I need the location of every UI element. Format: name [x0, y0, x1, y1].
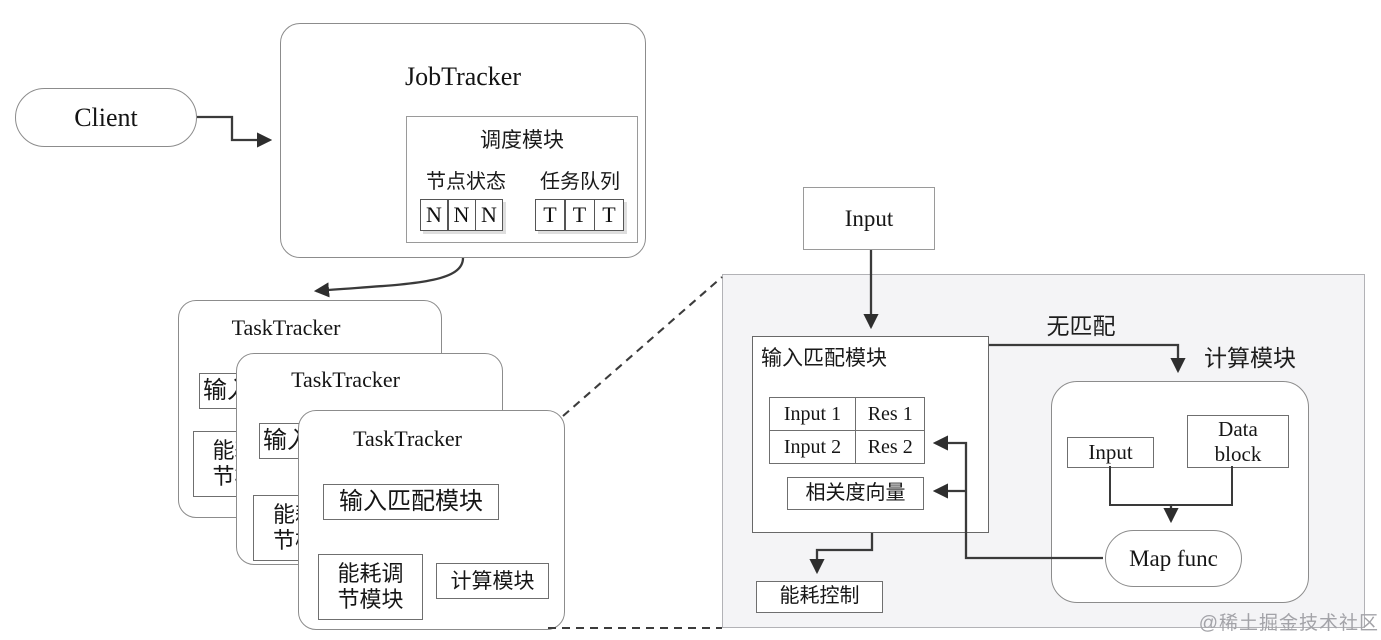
input-match-panel: 输入匹配模块 Input 1 Res 1 Input 2 Res 2 相关度向量 [752, 336, 989, 533]
jobtracker-to-tasktracker-arrow [313, 257, 465, 298]
scheduler-box: 调度模块 节点状态 任务队列 N N N T T T [406, 116, 638, 243]
task-cell: T [536, 200, 564, 230]
watermark: @稀土掘金技术社区 [1198, 613, 1379, 634]
compute-module-box: 计算模块 [436, 563, 549, 599]
input-match-module-label: 输入匹配模块 [339, 488, 483, 515]
tasktracker-card-front: TaskTracker 输入匹配模块 能耗调 节模块 计算模块 [298, 410, 565, 630]
tasktracker-title: TaskTracker [291, 367, 400, 392]
data-block-label: Data [1218, 416, 1258, 441]
table-cell-input1: Input 1 [770, 398, 855, 430]
table-cell-res1: Res 1 [856, 398, 925, 430]
energy-module-box: 能耗调 节模块 [318, 554, 423, 620]
jobtracker-card: JobTracker 调度模块 节点状态 任务队列 N N N T T T [280, 23, 646, 258]
zoom-dashed-line-top [562, 276, 723, 417]
data-block-label: block [1214, 441, 1262, 466]
compute-container: Input Data block Map func [1051, 381, 1309, 603]
relevance-vector-box: 相关度向量 [787, 477, 924, 510]
table-cell-input2: Input 2 [770, 431, 855, 464]
energy-module-label: 节模块 [337, 587, 404, 612]
table-cell-res2: Res 2 [856, 431, 925, 464]
node-cell: N [421, 200, 447, 230]
compute-input-label: Input [1088, 440, 1133, 465]
tasktracker-title: TaskTracker [353, 426, 462, 451]
client-node: Client [15, 88, 197, 147]
detail-input-box: Input [803, 187, 935, 250]
energy-module-label: 能耗调 [337, 561, 404, 587]
match-table: Input 1 Res 1 Input 2 Res 2 [769, 397, 926, 465]
detail-input-label: Input [844, 205, 894, 231]
node-status-cells: N N N [420, 199, 503, 231]
input-match-title: 输入匹配模块 [761, 346, 887, 370]
compute-section-label: 计算模块 [1204, 346, 1296, 371]
task-cell: T [595, 200, 623, 230]
task-cell: T [565, 200, 594, 230]
no-match-label: 无匹配 [1046, 314, 1116, 339]
client-to-jobtracker-arrow [197, 115, 273, 148]
relevance-vector-label: 相关度向量 [805, 481, 906, 504]
detail-panel: 输入匹配模块 Input 1 Res 1 Input 2 Res 2 相关度向量… [722, 274, 1365, 628]
jobtracker-title: JobTracker [404, 62, 522, 91]
map-func-label: Map func [1129, 545, 1218, 571]
compute-input-box: Input [1067, 437, 1154, 468]
scheduler-title: 调度模块 [480, 128, 564, 152]
energy-control-box: 能耗控制 [756, 581, 883, 613]
tasktracker-title: TaskTracker [231, 315, 341, 340]
client-label: Client [74, 102, 138, 132]
task-queue-cells: T T T [535, 199, 624, 231]
node-status-label: 节点状态 [426, 171, 506, 193]
map-func-node: Map func [1105, 530, 1242, 587]
data-block-box: Data block [1187, 415, 1289, 468]
node-cell: N [476, 200, 502, 230]
energy-control-label: 能耗控制 [779, 585, 860, 608]
input-match-module-box: 输入匹配模块 [323, 484, 499, 520]
task-queue-label: 任务队列 [540, 171, 620, 193]
compute-module-label: 计算模块 [450, 568, 535, 593]
node-cell: N [448, 200, 475, 230]
